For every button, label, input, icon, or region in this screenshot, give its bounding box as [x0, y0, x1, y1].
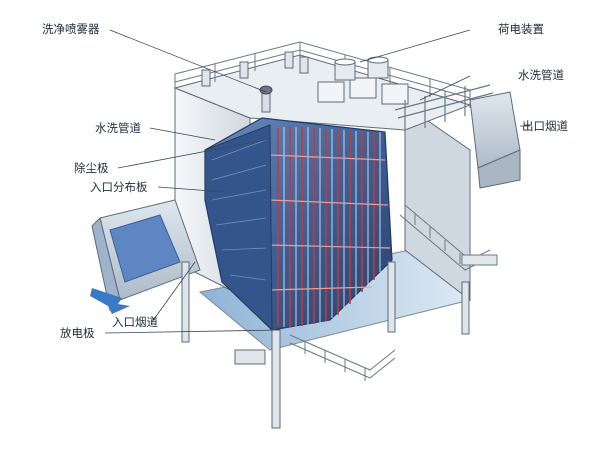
electrode-frame-bars — [269, 154, 391, 291]
flue-gas-inlet-arrow — [90, 288, 130, 314]
label-water-pipe-left: 水洗管道 — [95, 121, 141, 135]
water-wash-pipes — [394, 84, 494, 135]
lower-guardrail — [289, 334, 396, 381]
label-outlet-flue: 出口烟道 — [522, 119, 568, 133]
charging-device-housings — [201, 51, 409, 105]
discharge-electrodes — [277, 127, 375, 327]
inlet-flue-duct — [91, 199, 201, 312]
outlet-flue-duct — [469, 91, 521, 189]
spray-washer-nozzle — [259, 85, 273, 113]
distribution-slots — [211, 139, 267, 281]
access-staircase — [399, 204, 498, 271]
label-water-pipe-right: 水洗管道 — [518, 68, 564, 82]
label-dust-plate: 除尘极 — [74, 161, 109, 175]
label-inlet-flue: 入口烟道 — [112, 315, 158, 329]
label-spray-washer: 洗净喷雾器 — [42, 22, 100, 36]
leader-lines — [104, 29, 530, 334]
label-discharge-electrode: 放电极 — [60, 326, 95, 340]
label-inlet-distribution-plate: 入口分布板 — [90, 180, 148, 194]
collecting-plates — [283, 127, 381, 327]
label-charging-device: 荷电装置 — [498, 22, 544, 36]
support-legs — [181, 261, 470, 429]
casing-right-wall — [404, 104, 471, 302]
